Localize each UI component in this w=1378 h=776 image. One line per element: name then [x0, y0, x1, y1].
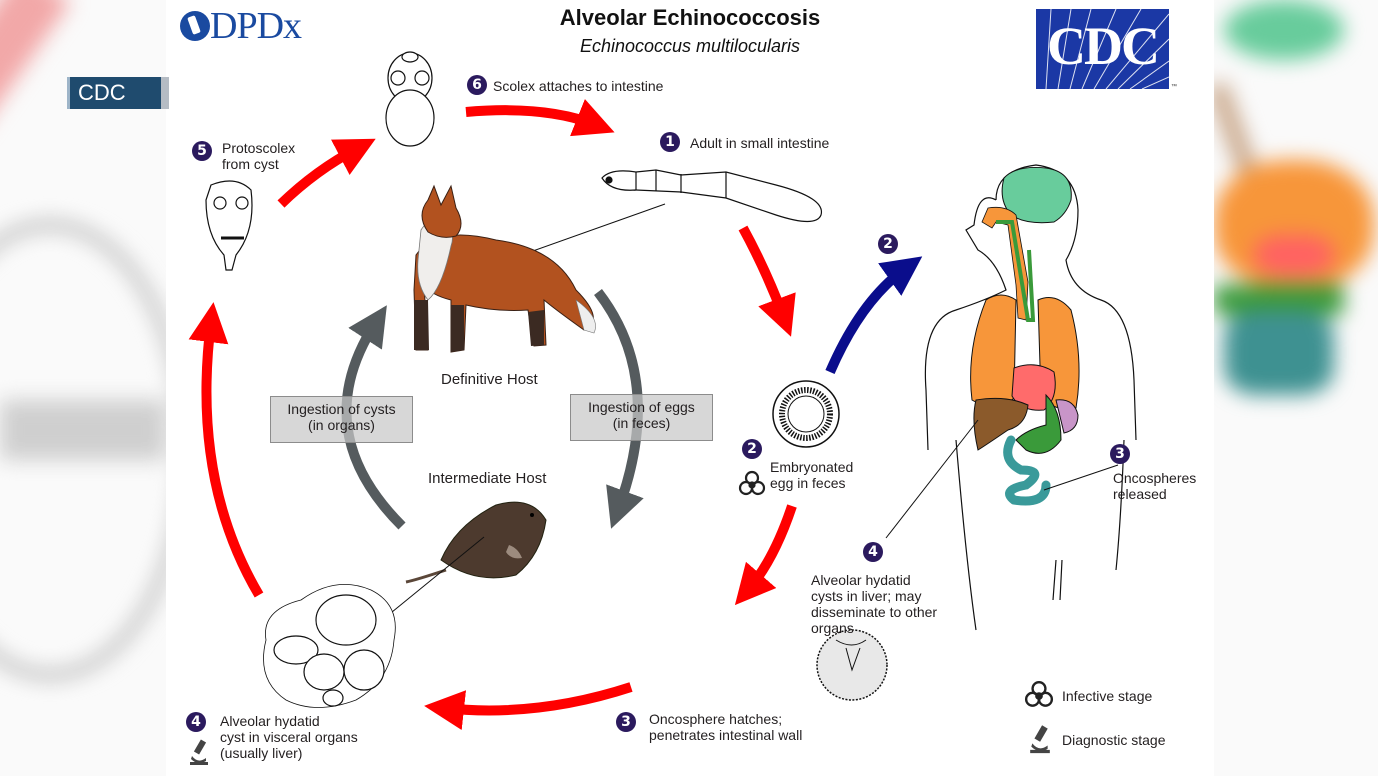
- vole-illustration: [405, 501, 547, 584]
- stage-badge-4-cyst: 4: [186, 712, 206, 732]
- arrow-4-to-5: [188, 302, 264, 598]
- stage-label-1: Adult in small intestine: [690, 135, 830, 151]
- arrow-6-to-1: [465, 99, 615, 137]
- arrow-egg-to-human: [825, 256, 923, 374]
- fox-illustration: [413, 184, 596, 353]
- life-cycle-diagram: DPDx Alveolar Echinococcosis Echinococcu…: [166, 0, 1214, 776]
- pointer-line-intestine: [1043, 464, 1119, 491]
- arrow-5-to-6: [277, 138, 376, 208]
- legend-biohazard-icon: [1023, 680, 1055, 710]
- stage-label-4: Alveolar hydatid cyst in visceral organs…: [220, 713, 358, 761]
- biohazard-icon: [738, 470, 766, 498]
- dpdx-logo: DPDx: [180, 4, 302, 48]
- stage-badge-1: 1: [660, 132, 680, 152]
- embryonated-egg-illustration: [772, 380, 840, 448]
- trademark-mark: ™: [1171, 84, 1177, 90]
- stage-label-5: Protoscolex from cyst: [222, 140, 296, 172]
- blurred-background-left: [0, 0, 166, 776]
- page-subtitle: Echinococcus multilocularis: [579, 36, 801, 56]
- stage-badge-3-oncosphere: 3: [616, 712, 636, 732]
- adult-worm-illustration: [601, 169, 823, 223]
- blurred-background-right: [1214, 0, 1378, 776]
- arrow-2-to-3: [734, 504, 797, 606]
- protoscolex-illustration: [205, 180, 253, 271]
- arrow-3-to-4: [424, 682, 633, 731]
- oncosphere-illustration: [816, 629, 888, 701]
- stage-badge-3-human: 3: [1110, 444, 1130, 464]
- ingestion-eggs-box: Ingestion of eggs (in feces): [570, 394, 713, 441]
- stage-label-3-human: Oncospheres released: [1113, 470, 1197, 502]
- channel-tag: CDC: [67, 77, 169, 109]
- stage-badge-5: 5: [192, 141, 212, 161]
- intermediate-host-label: Intermediate Host: [428, 470, 547, 487]
- legend-microscope-icon: [1028, 723, 1052, 755]
- stage-label-2: Embryonated egg in feces: [770, 459, 854, 491]
- stage-badge-2-egg: 2: [742, 439, 762, 459]
- scolex-illustration: [385, 51, 435, 147]
- ingestion-cysts-box: Ingestion of cysts (in organs): [270, 396, 413, 443]
- dpdx-logo-text: DPDx: [210, 5, 302, 47]
- page-title: Alveolar Echinococcosis: [559, 5, 821, 30]
- diagram-artwork: [188, 51, 1137, 731]
- cdc-logo-text: CDC: [1047, 16, 1160, 76]
- pointer-line-liver: [885, 419, 979, 539]
- legend-infective-label: Infective stage: [1062, 688, 1153, 704]
- definitive-host-label: Definitive Host: [441, 371, 538, 388]
- pointer-line-vole: [380, 536, 485, 622]
- organs-illustration: [970, 167, 1080, 506]
- stage-badge-4-human: 4: [863, 542, 883, 562]
- arrow-ingestion-eggs: [594, 288, 644, 529]
- cdc-logo: CDC: [1036, 9, 1169, 89]
- arrow-1-to-2: [738, 225, 796, 337]
- legend-diagnostic-label: Diagnostic stage: [1062, 732, 1166, 748]
- alveolar-cyst-illustration: [263, 584, 396, 708]
- pointer-line-fox: [515, 203, 666, 258]
- stage-label-4-human: Alveolar hydatid cysts in liver; may dis…: [811, 572, 938, 636]
- stage-label-3: Oncosphere hatches; penetrates intestina…: [649, 711, 803, 743]
- stage-badge-6: 6: [467, 75, 487, 95]
- microscope-icon: [180, 11, 210, 41]
- stage-label-6: Scolex attaches to intestine: [493, 78, 664, 94]
- stage-badge-2-human: 2: [878, 234, 898, 254]
- microscope-icon: [188, 738, 210, 766]
